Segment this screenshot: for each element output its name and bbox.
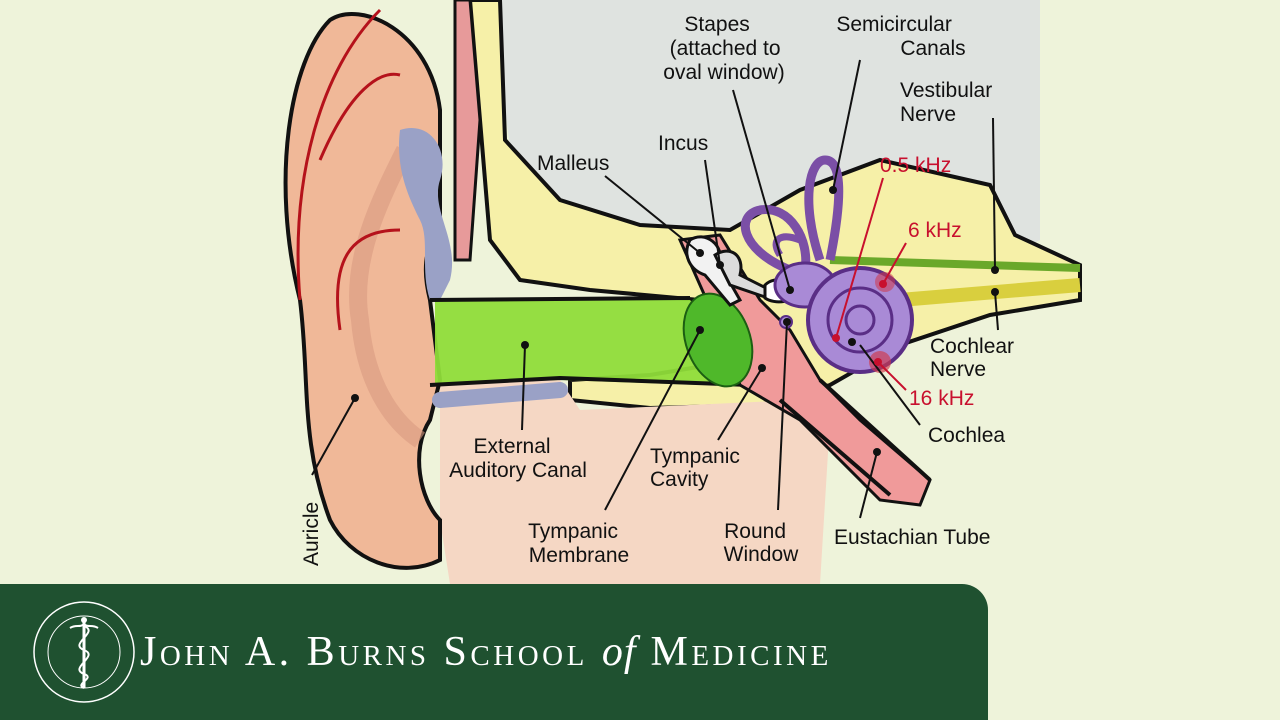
head-skin (440, 380, 830, 584)
label-eustachian-tube: Eustachian Tube (834, 526, 990, 549)
school-name-of: of (601, 629, 637, 675)
label-vestibular-nerve: Vestibular Nerve (900, 79, 998, 126)
auricle-vessel-3 (336, 228, 401, 331)
auricle-vessel-1 (296, 8, 382, 301)
label-external-auditory-canal: External Auditory Canal (449, 435, 587, 482)
external-auditory-canal (435, 300, 750, 385)
scalp-strip (453, 0, 482, 262)
label-freq-high: 16 kHz (909, 387, 974, 410)
label-malleus: Malleus (537, 152, 609, 175)
school-seal-logo (33, 601, 135, 703)
ear-cartilage (399, 128, 453, 300)
semicircular-canal-1 (804, 155, 844, 262)
school-name-part1: John A. Burns School (140, 629, 602, 675)
cochlea-turn (826, 286, 894, 354)
cochlea-apex (844, 304, 876, 336)
label-freq-low: 0.5 kHz (880, 154, 951, 177)
label-round-window: Round Window (724, 520, 800, 566)
eustachian-tube-wall-2 (778, 398, 892, 497)
auricle-vessel-2 (318, 72, 401, 161)
label-freq-mid: 6 kHz (908, 219, 962, 242)
label-tympanic-membrane: Tympanic Membrane (528, 520, 629, 567)
school-name: John A. Burns School of Medicine (140, 628, 832, 676)
canal-cartilage (432, 382, 568, 408)
label-tympanic-cavity: Tympanic Cavity (650, 445, 746, 491)
cochlea-shape (806, 266, 914, 374)
vestibular-nerve-shape (829, 256, 1081, 272)
label-stapes: Stapes (attached to oval window) (663, 13, 786, 84)
cochlear-nerve-shape (899, 278, 1081, 307)
auricle-inner (349, 145, 426, 448)
leader-lines (311, 59, 999, 519)
label-semicircular-canals: Semicircular Canals (836, 13, 965, 60)
label-cochlear-nerve: Cochlear Nerve (930, 335, 1020, 381)
school-banner: John A. Burns School of Medicine (0, 584, 988, 720)
label-incus: Incus (658, 132, 708, 155)
eustachian-tube-wall (818, 378, 932, 482)
label-cochlea: Cochlea (928, 424, 1005, 447)
semicircular-canal-2 (740, 205, 811, 275)
canal-wall-bottom (429, 375, 751, 387)
label-auricle: Auricle (300, 502, 323, 566)
school-name-part2: Medicine (636, 629, 832, 675)
canal-wall-top (429, 296, 691, 302)
